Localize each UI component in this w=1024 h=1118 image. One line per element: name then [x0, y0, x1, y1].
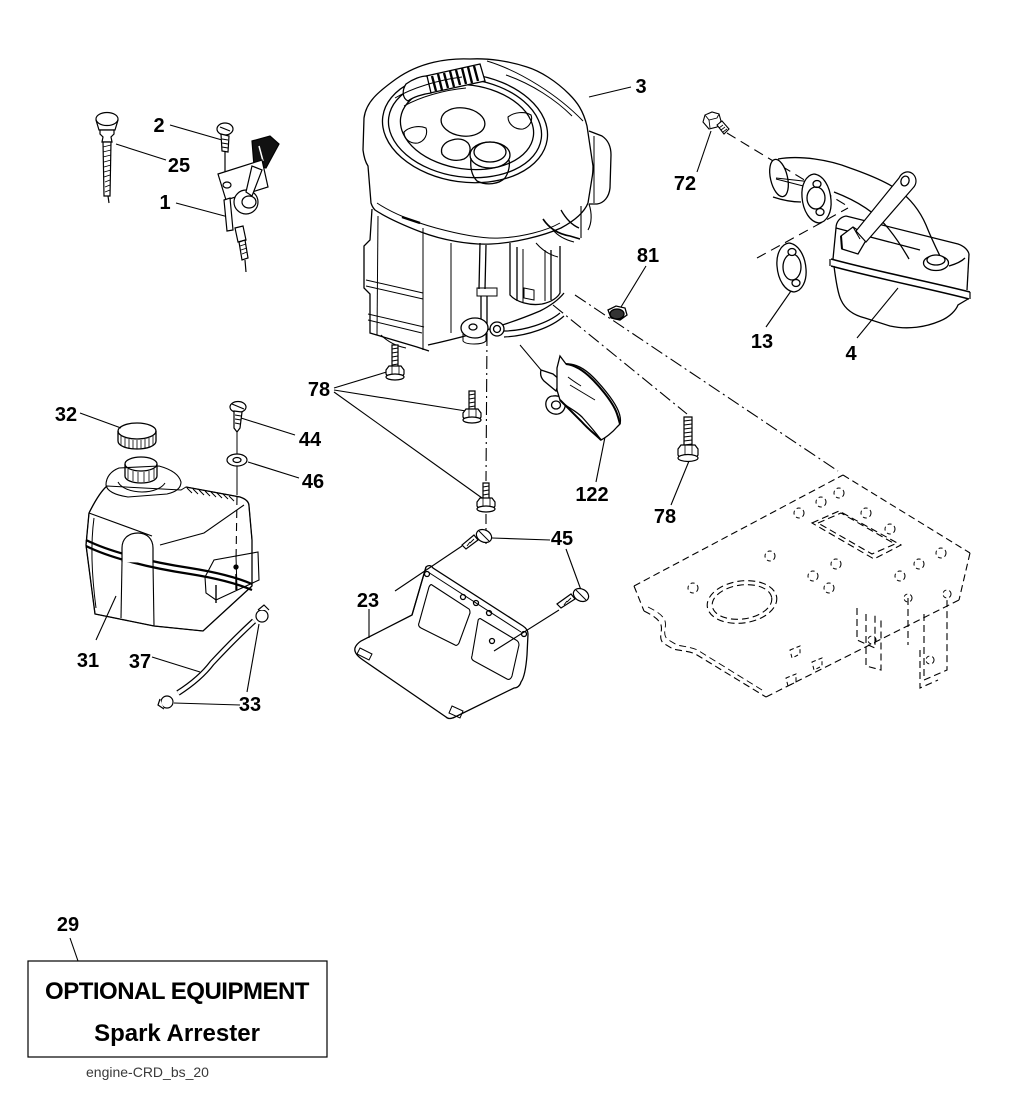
- svg-text:29: 29: [57, 914, 79, 936]
- svg-text:37: 37: [129, 651, 151, 673]
- svg-text:31: 31: [77, 650, 99, 672]
- svg-text:33: 33: [239, 694, 261, 716]
- svg-text:81: 81: [637, 245, 659, 267]
- svg-text:13: 13: [751, 331, 773, 353]
- svg-text:78: 78: [308, 379, 330, 401]
- svg-text:45: 45: [551, 528, 573, 550]
- svg-text:Spark Arrester: Spark Arrester: [94, 1020, 260, 1047]
- svg-text:2: 2: [153, 115, 164, 137]
- svg-text:1: 1: [159, 192, 170, 214]
- svg-text:OPTIONAL EQUIPMENT: OPTIONAL EQUIPMENT: [45, 978, 310, 1005]
- svg-text:32: 32: [55, 404, 77, 426]
- svg-text:4: 4: [845, 343, 857, 365]
- svg-text:78: 78: [654, 506, 676, 528]
- svg-text:72: 72: [674, 173, 696, 195]
- svg-text:122: 122: [575, 484, 608, 506]
- svg-text:3: 3: [635, 76, 646, 98]
- svg-text:23: 23: [357, 590, 379, 612]
- svg-text:46: 46: [302, 471, 324, 493]
- svg-text:engine-CRD_bs_20: engine-CRD_bs_20: [86, 1064, 209, 1080]
- svg-text:44: 44: [299, 429, 322, 451]
- svg-text:25: 25: [168, 155, 190, 177]
